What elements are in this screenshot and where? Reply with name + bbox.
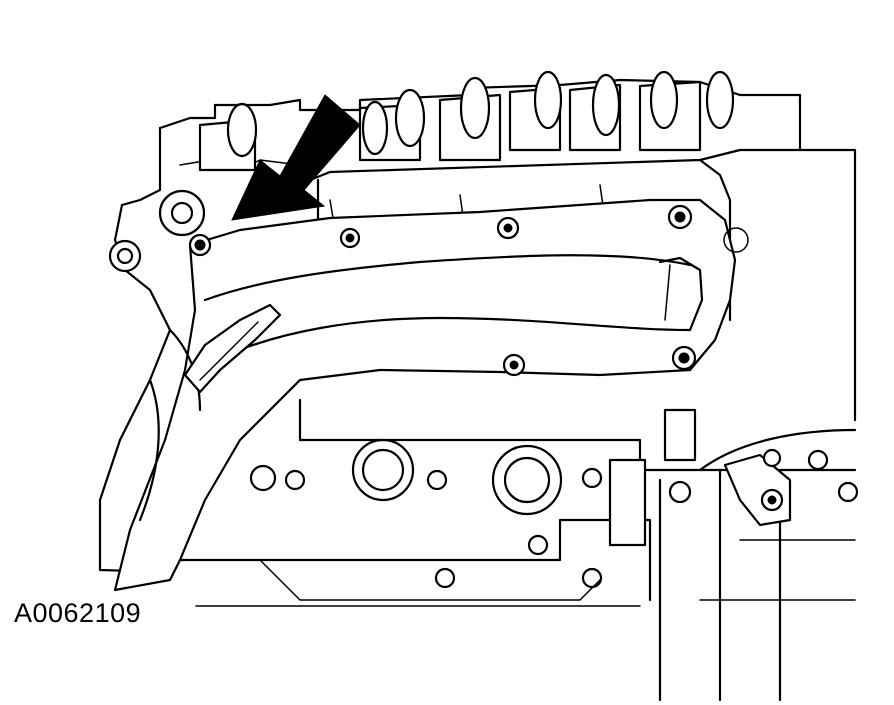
figure-id-label: A0062109: [14, 598, 142, 628]
exhaust-manifold: [113, 198, 737, 592]
accessory-bracket: [608, 408, 859, 702]
pointer-arrow-icon: [231, 94, 361, 221]
engine-block-ports: [249, 438, 603, 601]
manifold-nuts: [188, 204, 749, 377]
camshaft: [198, 70, 735, 172]
mounting-boss: [108, 189, 206, 273]
